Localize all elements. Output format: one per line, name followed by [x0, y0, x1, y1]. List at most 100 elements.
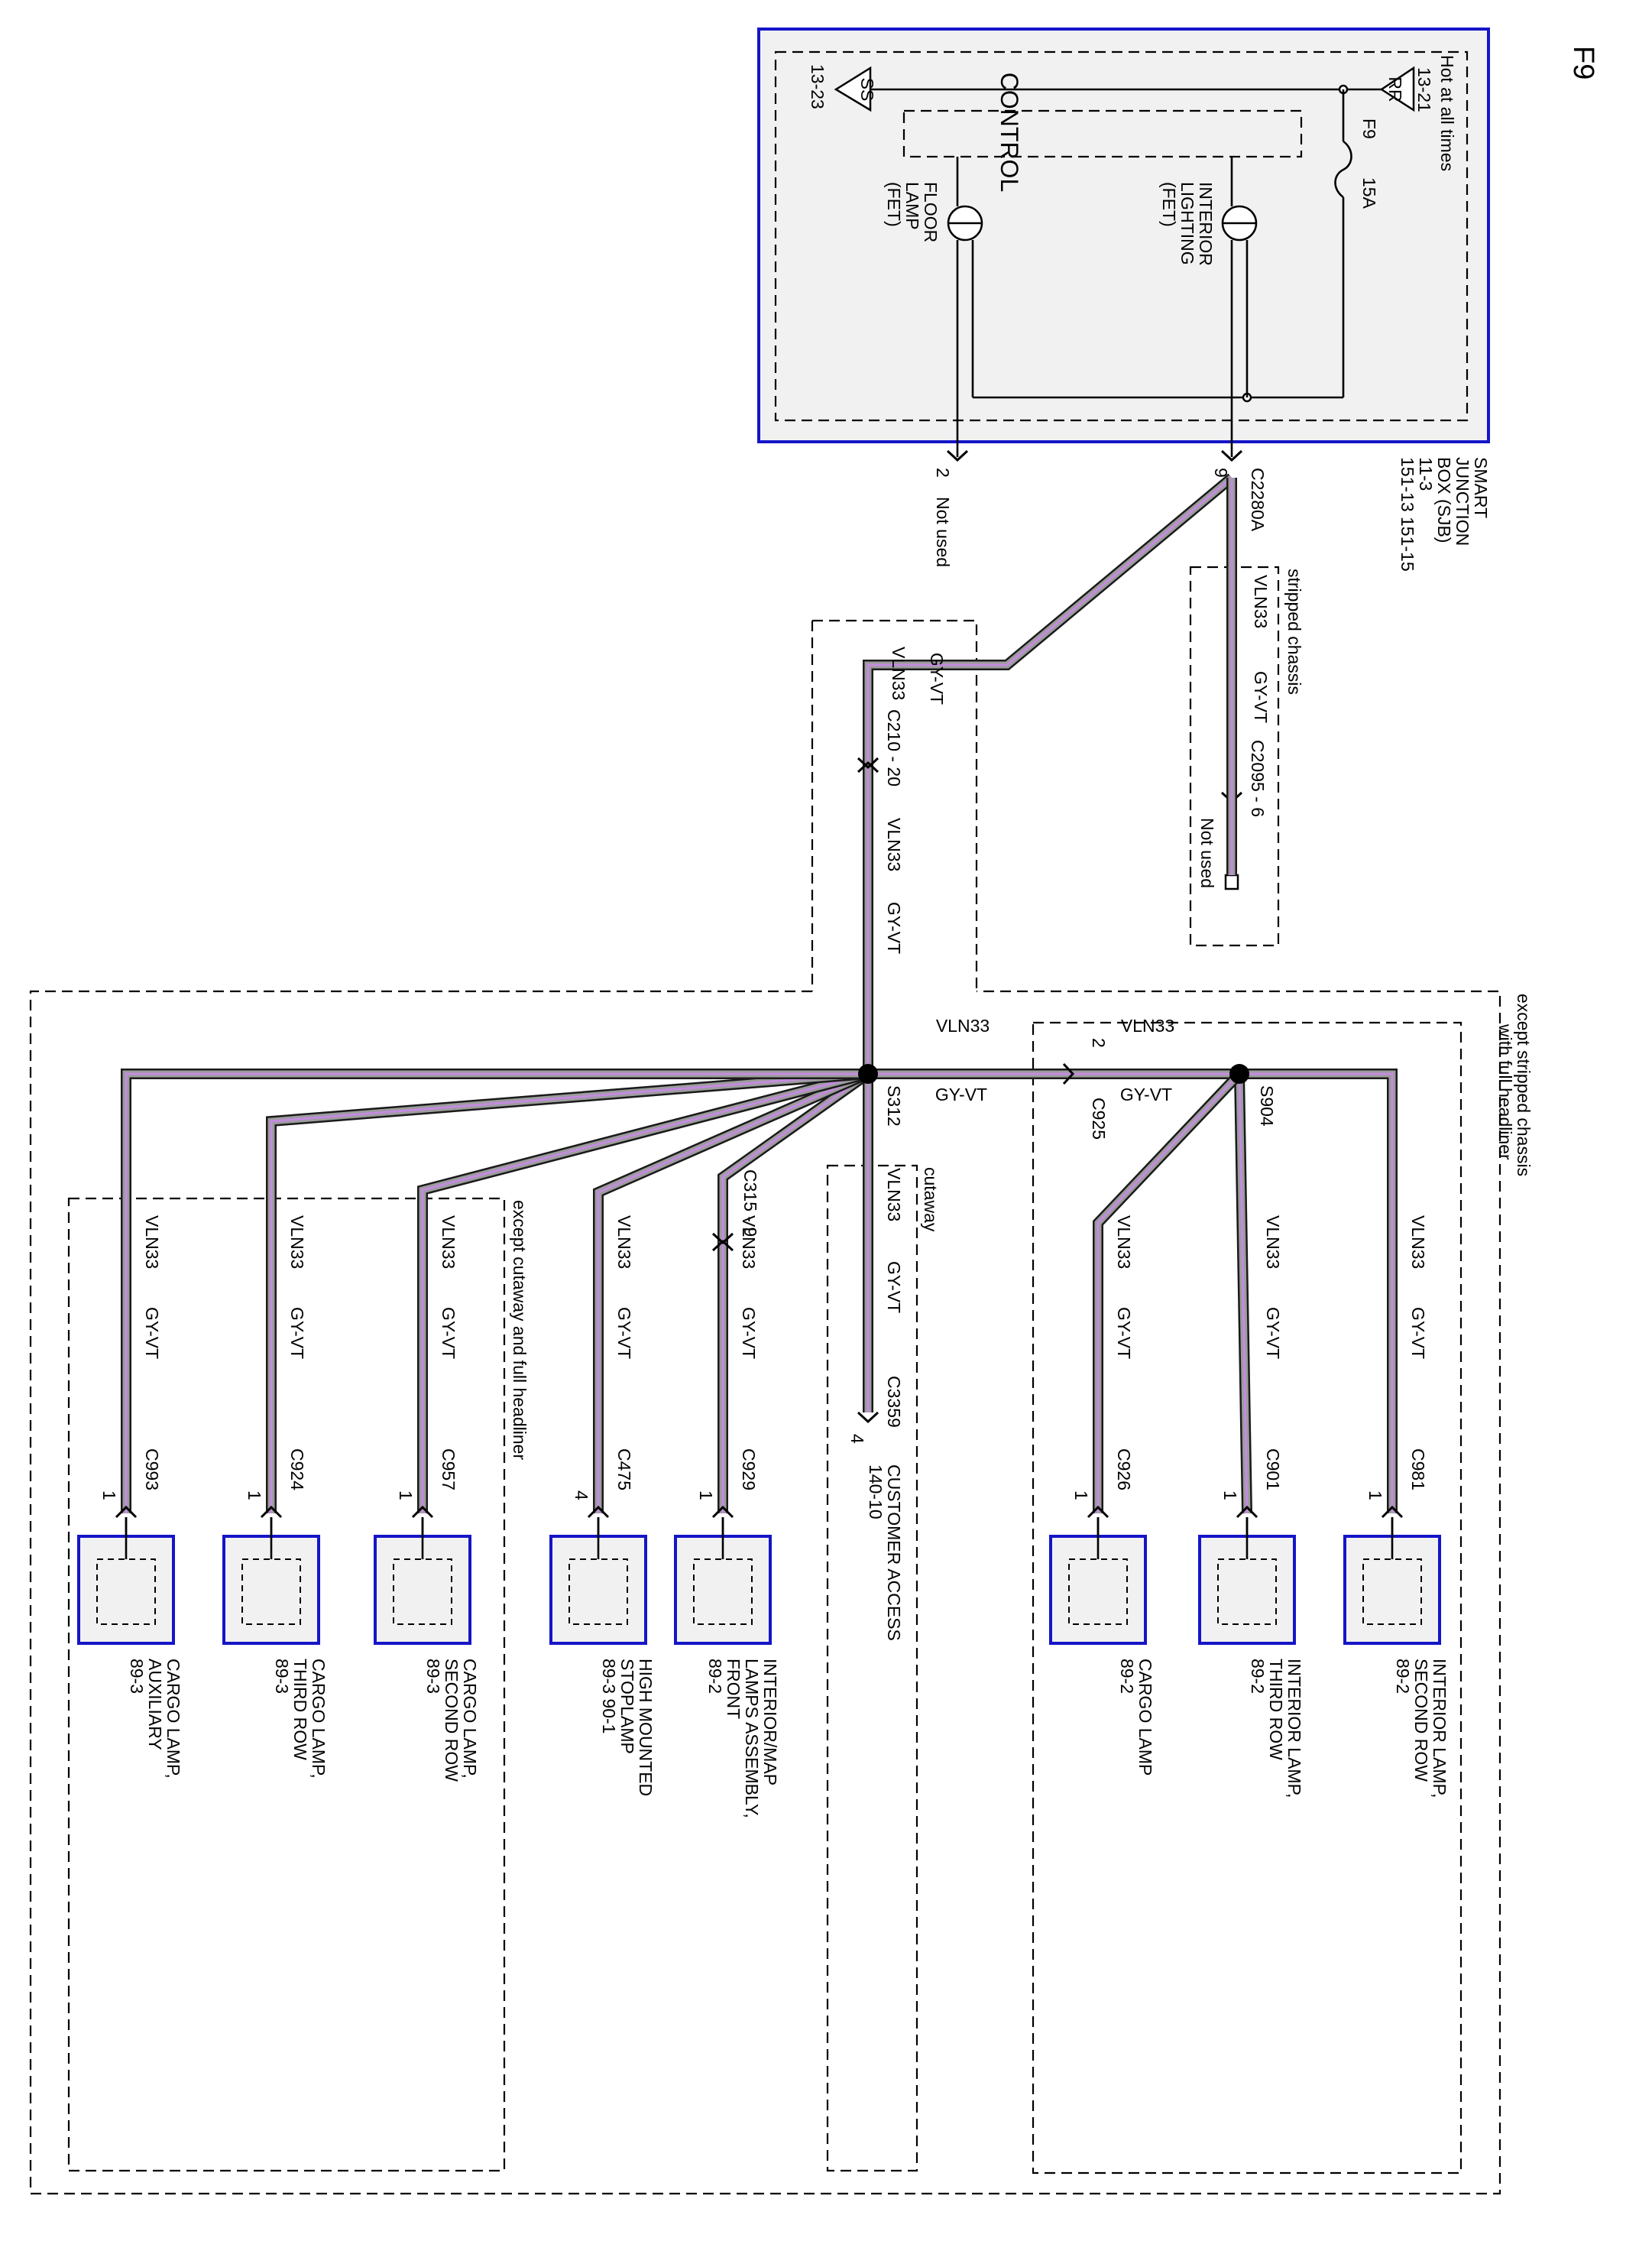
component-ref: 89-3 90-1 [599, 1659, 619, 1733]
component-name-line: CARGO LAMP, [460, 1659, 480, 1779]
c210-label: C210 - 20 [884, 709, 904, 786]
svg-text:cutaway: cutaway [921, 1167, 941, 1232]
svg-text:4: 4 [847, 1434, 867, 1444]
wire-color-label: GY-VT [614, 1307, 634, 1359]
wire-circuit-label: VLN33 [1114, 1215, 1134, 1269]
cutaway-region [826, 1164, 918, 2172]
c2095-wire-labels: VLN33 GY-VT [1251, 575, 1271, 723]
c2280a-pin9-connector [1220, 449, 1243, 462]
component-name-line: HIGH MOUNTED [636, 1659, 656, 1796]
wire-sjb-to-s312-layer2 [866, 476, 1233, 1074]
page-label: F9 [1567, 46, 1599, 79]
control-box [902, 109, 1303, 158]
component-inner [393, 1558, 452, 1625]
connector-label: C981 [1408, 1448, 1428, 1490]
control-label: CONTROL [996, 73, 1023, 192]
wire-color-label: GY-VT [1408, 1307, 1428, 1359]
s904-label: S904 [1257, 1085, 1277, 1127]
rr-power-source: RR 13-21 [1379, 66, 1434, 112]
fuse-name: F9 [1359, 118, 1379, 139]
svg-text:LIGHTING: LIGHTING [1177, 182, 1197, 265]
wire-harness [121, 473, 1398, 1514]
interior-lighting-fet: INTERIOR LIGHTING (FET) [1159, 157, 1258, 457]
wire-color-label: GY-VT [1114, 1307, 1134, 1359]
component-ref: 89-3 [423, 1659, 443, 1694]
wire-s312-to-c924-layer2 [270, 1072, 869, 1513]
ss-ground-source: SS 13-23 [808, 64, 877, 112]
wire-s312-to-c993 [121, 1069, 868, 1513]
svg-text:VLN33: VLN33 [889, 647, 909, 700]
c315-label: C315 - 9 [740, 1169, 760, 1237]
svg-text:SMART: SMART [1471, 457, 1491, 518]
wire-s904-to-c901-layer2 [1238, 1073, 1249, 1514]
fuse-f9 [1334, 140, 1352, 199]
wire-s904-to-c926 [1093, 1070, 1244, 1513]
wire-s904-to-c981 [1239, 1069, 1398, 1513]
wire-s312-to-c993-layer1 [122, 1070, 868, 1513]
connector-c957 [411, 1505, 434, 1519]
svg-text:GY-VT: GY-VT [1251, 671, 1271, 723]
svg-text:VLN33: VLN33 [1251, 575, 1271, 628]
hot-at-all-times: Hot at all times [1437, 55, 1457, 171]
wire-s904-to-c926-layer2 [1096, 1072, 1241, 1513]
component-ref: 89-2 [705, 1659, 725, 1694]
svg-text:LAMP: LAMP [902, 182, 922, 230]
svg-text:151-13 151-15: 151-13 151-15 [1398, 457, 1417, 572]
svg-text:except cutaway and full headli: except cutaway and full headliner [510, 1200, 530, 1460]
wire-circuit-label: VLN33 [439, 1215, 458, 1269]
c2095-label: C2095 - 6 [1248, 740, 1268, 817]
c3359-connector [857, 1411, 879, 1424]
wire-s904-to-c926-layer1 [1094, 1071, 1242, 1513]
connector-c926 [1087, 1505, 1109, 1519]
s312-splice [858, 1064, 878, 1084]
smart-junction-box: CONTROL RR 13-21 Hot at all times SS 13-… [757, 28, 1491, 572]
c2280a-label: C2280A [1248, 468, 1268, 532]
pin-label: 1 [1071, 1490, 1091, 1500]
component-ref: 89-3 [272, 1659, 292, 1694]
wire-circuit-label: VLN33 [614, 1215, 634, 1269]
component-name-line: SECOND ROW [442, 1659, 462, 1782]
svg-text:GY-VT: GY-VT [935, 1085, 987, 1104]
svg-text:11-3: 11-3 [1416, 457, 1436, 491]
wire-s312-to-c929-layer2 [721, 1072, 869, 1513]
svg-text:GY-VT: GY-VT [1120, 1085, 1172, 1104]
rr-tag: RR [1385, 76, 1405, 102]
wire-color-label: GY-VT [1263, 1307, 1283, 1359]
fuse-rating: 15A [1359, 177, 1379, 209]
wire-color-label: GY-VT [142, 1307, 162, 1359]
svg-text:(FET): (FET) [884, 182, 904, 227]
c210-connector [857, 757, 879, 770]
wire-color-label: GY-VT [439, 1307, 458, 1359]
component-name-line: FRONT [724, 1659, 743, 1719]
connector-c981 [1381, 1505, 1404, 1519]
component-name-line: LAMPS ASSEMBLY, [742, 1659, 762, 1818]
rr-ref: 13-21 [1414, 67, 1434, 112]
component-ref: 89-3 [127, 1659, 147, 1694]
component-name-line: CARGO LAMP [1135, 1659, 1155, 1776]
component-inner [96, 1558, 156, 1625]
component-name-line: SECOND ROW [1411, 1659, 1431, 1782]
connector-c929 [711, 1505, 734, 1519]
component-name-line: CARGO LAMP, [309, 1659, 329, 1779]
wire-s904-to-c981-layer1 [1239, 1070, 1396, 1513]
wire-s312-to-c993-layer2 [125, 1072, 868, 1513]
s904-region [1032, 1021, 1463, 2175]
component-name-line: INTERIOR LAMP, [1430, 1659, 1450, 1798]
sjb-inner-boundary [774, 50, 1469, 422]
wire-s904-to-c981-layer2 [1239, 1072, 1394, 1513]
svg-text:VLN33: VLN33 [936, 1016, 990, 1036]
s904-splice [1229, 1064, 1249, 1084]
component-inner [1217, 1558, 1277, 1625]
component-inner [1362, 1558, 1422, 1625]
customer-access: CUSTOMER ACCESS [884, 1464, 904, 1641]
component-ref: 89-2 [1248, 1659, 1268, 1694]
pin-label: 1 [696, 1490, 716, 1500]
svg-text:9: 9 [1211, 468, 1231, 478]
